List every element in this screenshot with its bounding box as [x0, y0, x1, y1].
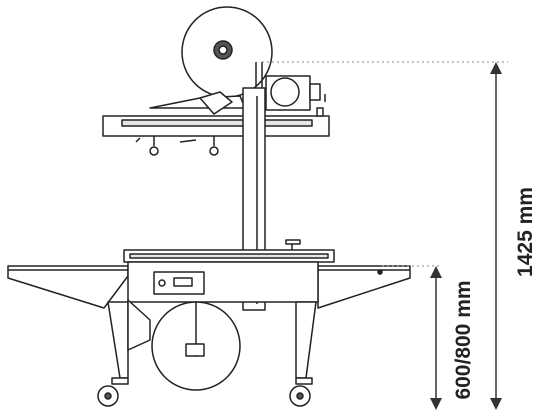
lower-table	[123, 239, 335, 263]
overall-height-label: 1425 mm	[514, 187, 534, 277]
table-height-arrow-top	[430, 266, 442, 278]
lower-tape-roll	[151, 301, 241, 391]
table-height-label: 600/800 mm	[452, 280, 475, 399]
upper-head-arm	[149, 62, 263, 115]
table-height-dimension: 600/800 mm	[382, 265, 475, 410]
overall-height-dimension: 1425 mm	[262, 61, 534, 410]
caster-wheels	[97, 377, 313, 407]
tape-roll	[181, 6, 273, 98]
table-height-arrow-bottom	[430, 398, 442, 410]
drive-motor	[265, 75, 326, 111]
overall-height-arrow-top	[490, 62, 502, 74]
case-sealer-machine	[7, 6, 411, 407]
upper-platform	[102, 107, 330, 137]
left-side-conveyor	[7, 265, 129, 309]
overall-height-arrow-bottom	[490, 398, 502, 410]
upper-wheels	[135, 136, 219, 156]
right-side-conveyor	[317, 265, 411, 309]
lower-frame	[127, 261, 319, 303]
